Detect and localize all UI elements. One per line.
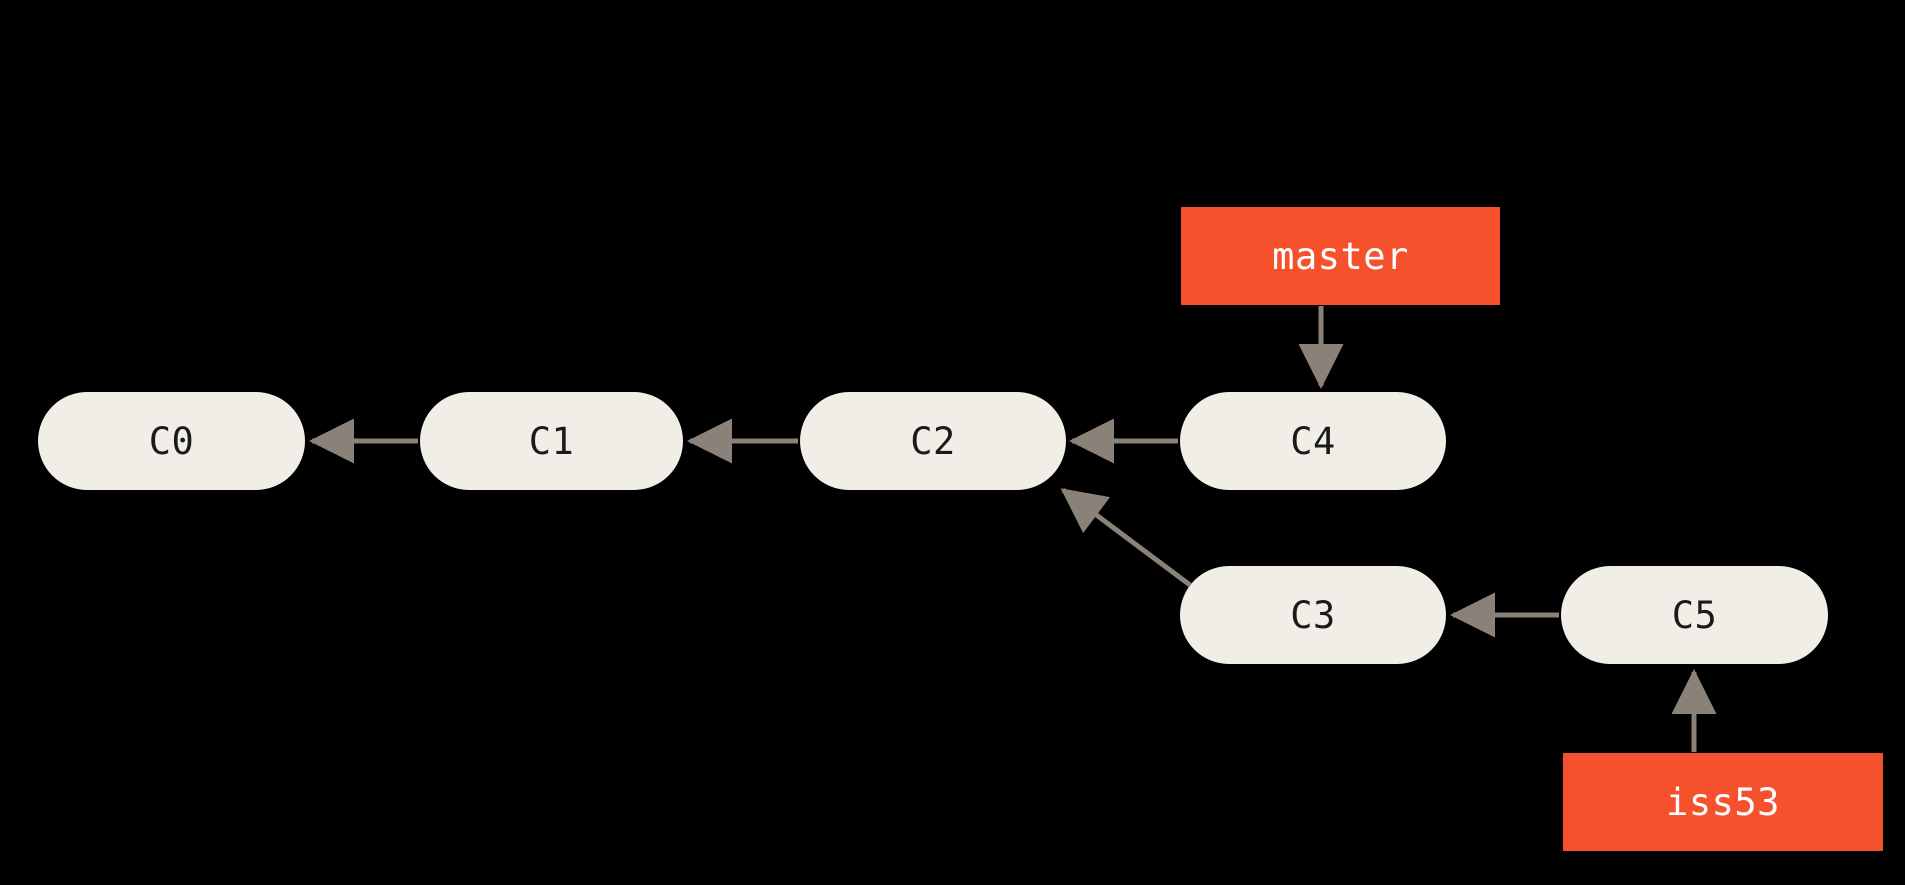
- commit-node-c0[interactable]: C0: [38, 392, 305, 490]
- commit-label-c2: C2: [910, 419, 956, 463]
- commit-label-c0: C0: [148, 419, 195, 463]
- commit-node-c5[interactable]: C5: [1561, 566, 1828, 664]
- commit-node-c1[interactable]: C1: [420, 392, 683, 490]
- commit-label-c4: C4: [1290, 419, 1336, 463]
- edge-c3-to-c2: [1060, 487, 1192, 588]
- commit-node-c4[interactable]: C4: [1180, 392, 1446, 490]
- commit-label-c3: C3: [1290, 593, 1336, 637]
- branch-label-iss53: iss53: [1666, 780, 1780, 824]
- commit-label-c5: C5: [1671, 593, 1718, 637]
- branch-box-iss53[interactable]: iss53: [1563, 753, 1883, 851]
- commit-label-c1: C1: [528, 419, 575, 463]
- branch-label-master: master: [1272, 234, 1409, 278]
- branch-box-master[interactable]: master: [1181, 207, 1500, 305]
- commit-node-c3[interactable]: C3: [1180, 566, 1446, 664]
- commit-node-c2[interactable]: C2: [800, 392, 1066, 490]
